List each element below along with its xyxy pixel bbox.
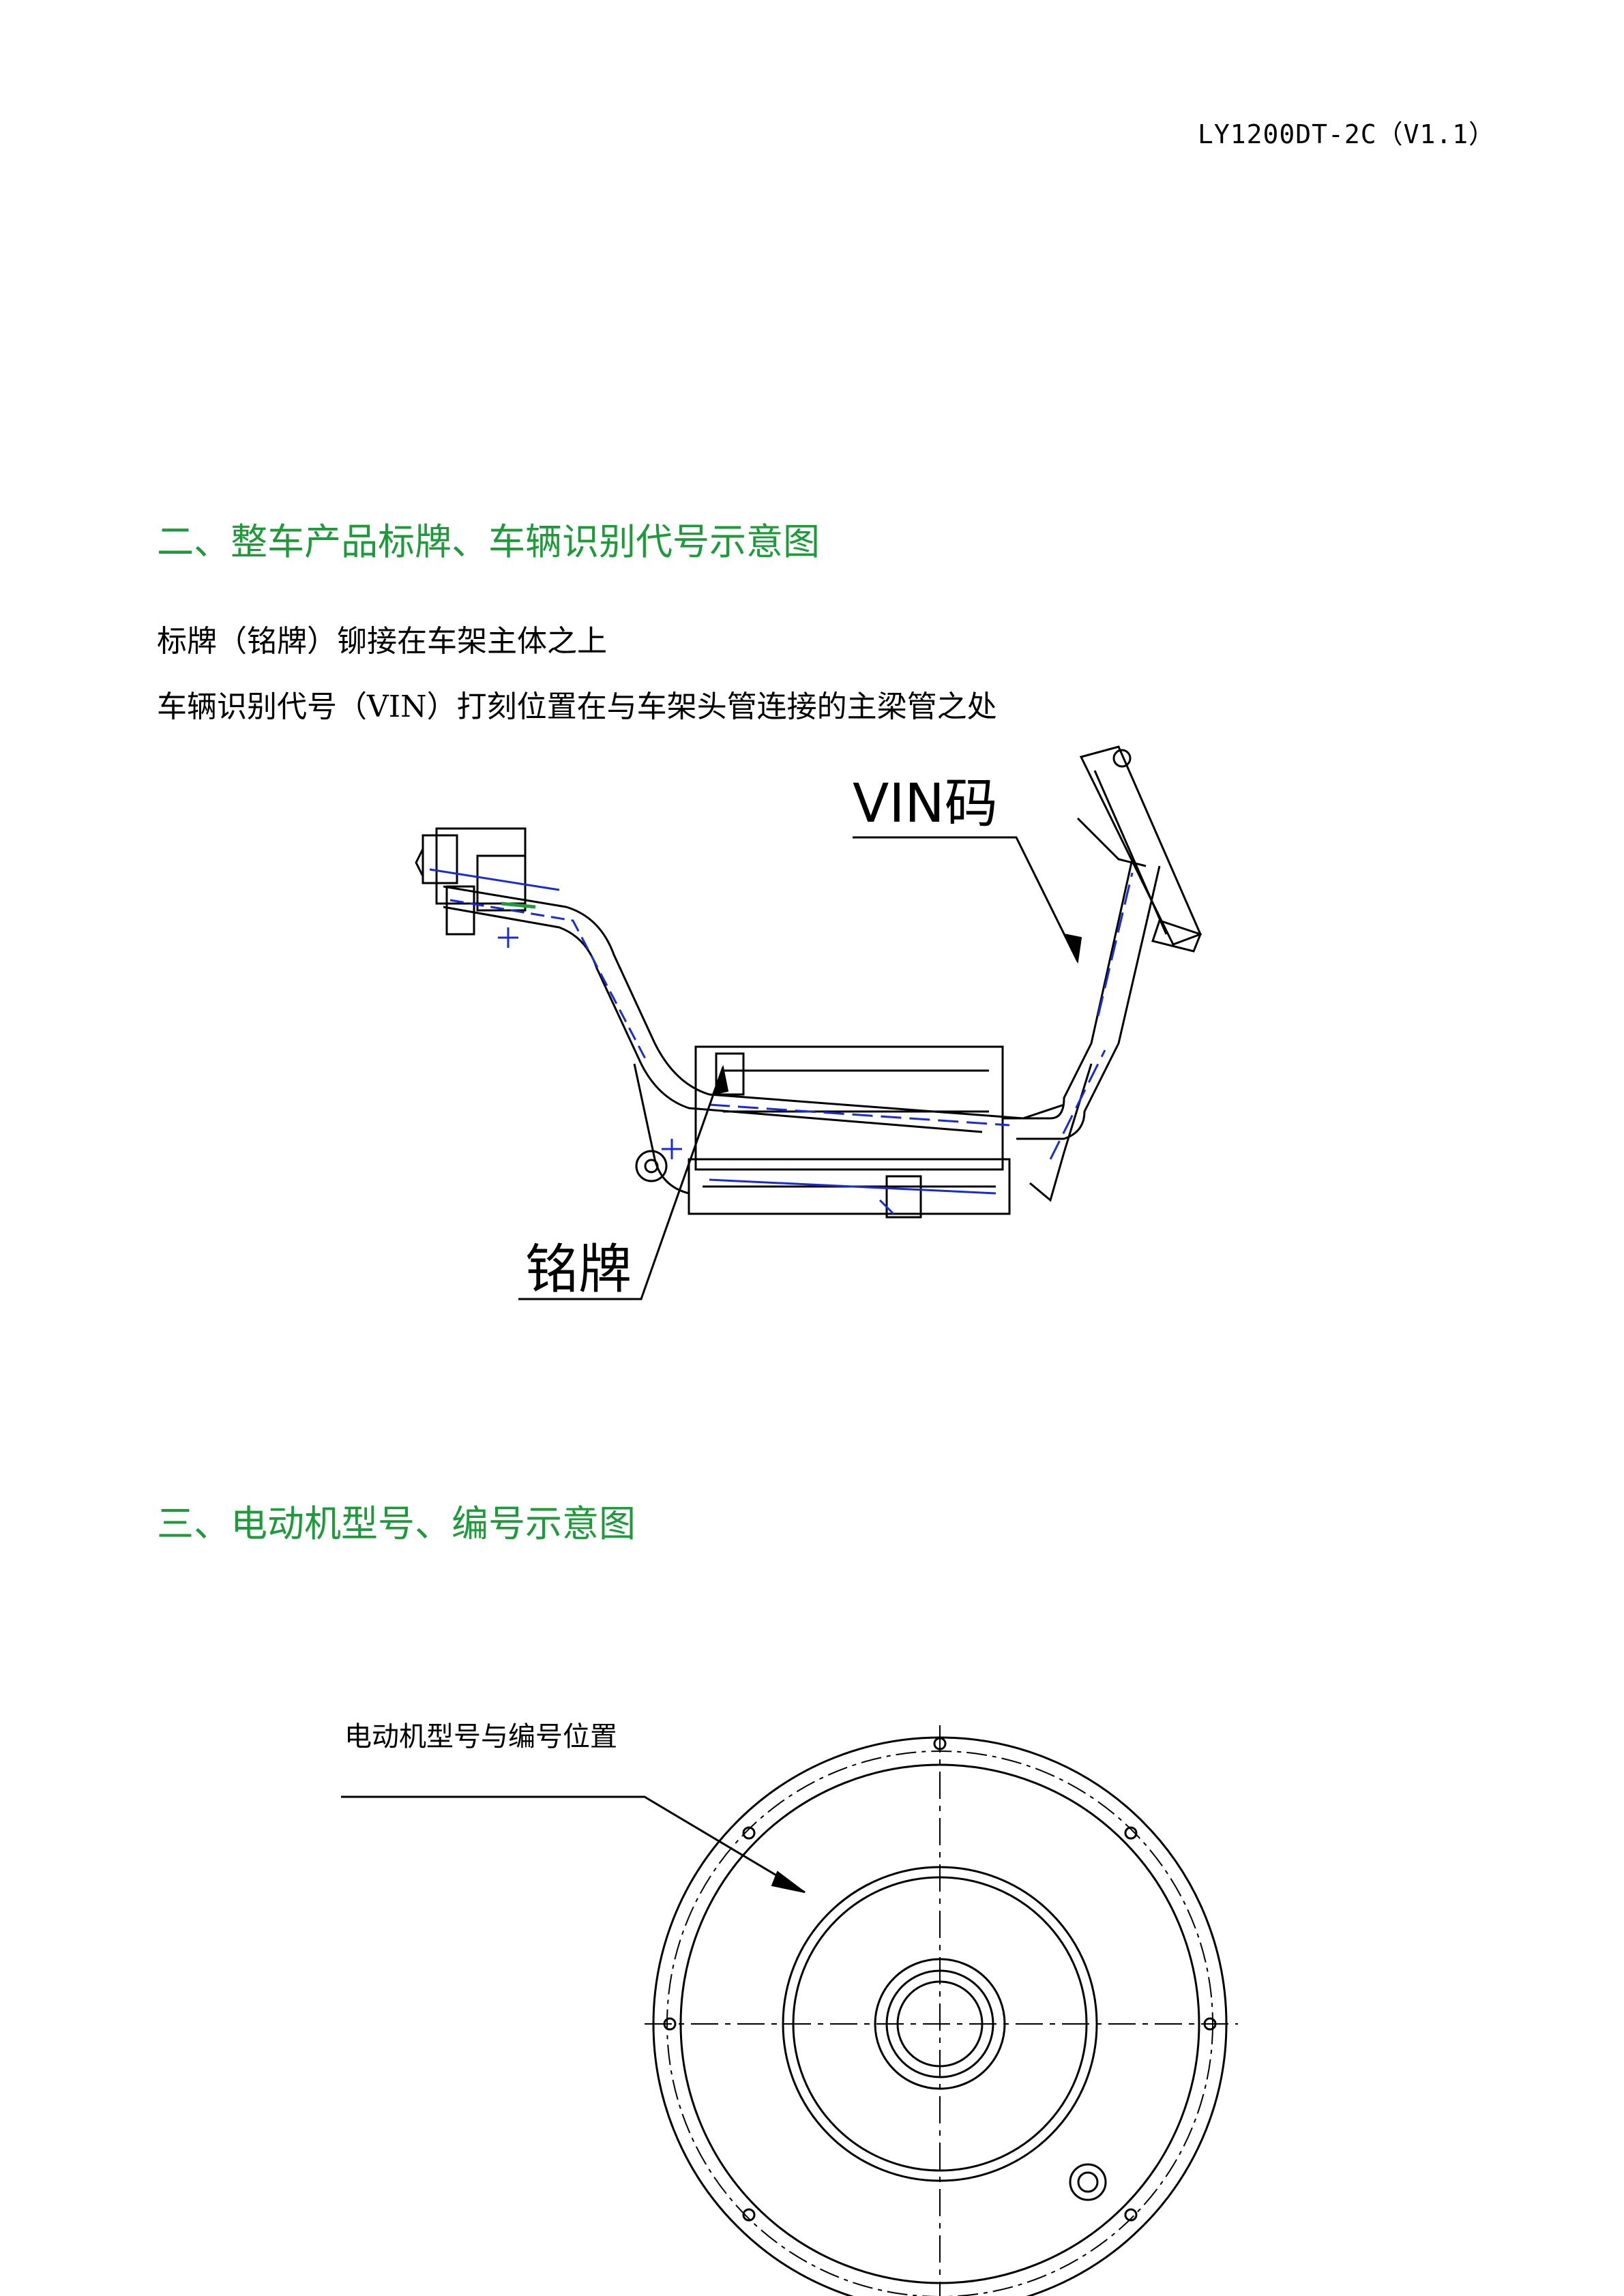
- motor-drawing: [645, 1725, 1238, 2296]
- motor-label: 电动机型号与编号位置: [344, 1721, 617, 1753]
- nameplate-description: 标牌（铭牌）铆接在车架主体之上: [157, 624, 607, 659]
- section-heading-motor: 三、电动机型号、编号示意图: [157, 1502, 636, 1545]
- vin-callout: [853, 836, 1082, 964]
- motor-callout: [341, 1795, 806, 1894]
- document-code: LY1200DT-2C（V1.1）: [1198, 119, 1496, 149]
- nameplate-label: 铭牌: [525, 1239, 632, 1300]
- nameplate-callout: [518, 1064, 729, 1300]
- vin-description: 车辆识别代号（VIN）打刻位置在与车架头管连接的主梁管之处: [157, 689, 997, 724]
- section-heading-frame: 二、整车产品标牌、车辆识别代号示意图: [157, 520, 820, 563]
- vin-label: VIN码: [853, 773, 998, 835]
